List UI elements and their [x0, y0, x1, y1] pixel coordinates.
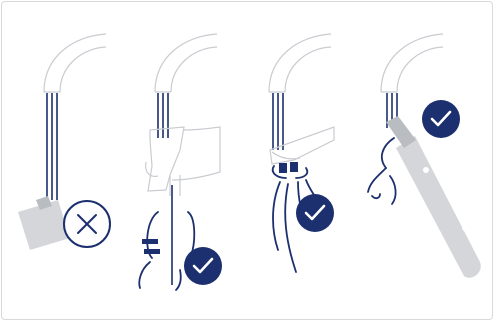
charger-base	[18, 196, 70, 250]
panel-2	[139, 34, 222, 290]
check-icon	[296, 194, 334, 232]
water-splash-4	[368, 138, 396, 204]
panel-1	[18, 34, 110, 250]
faucet-1	[44, 34, 106, 92]
check-icon	[184, 247, 222, 285]
panel-4	[368, 34, 481, 278]
hand-holding-brush-head	[146, 127, 220, 196]
brush-head-3	[273, 162, 308, 178]
cross-icon	[64, 201, 110, 247]
faucet-4	[381, 34, 443, 92]
panel-3	[269, 34, 334, 272]
water-stream-1	[47, 93, 57, 200]
water-stream-3	[273, 93, 283, 150]
brush-head-2	[139, 212, 194, 290]
faucet-2	[155, 34, 217, 92]
toothbrush-4	[386, 116, 481, 278]
check-icon	[422, 100, 460, 138]
faucet-3	[269, 34, 331, 92]
toothbrush-handle-3	[270, 127, 334, 164]
